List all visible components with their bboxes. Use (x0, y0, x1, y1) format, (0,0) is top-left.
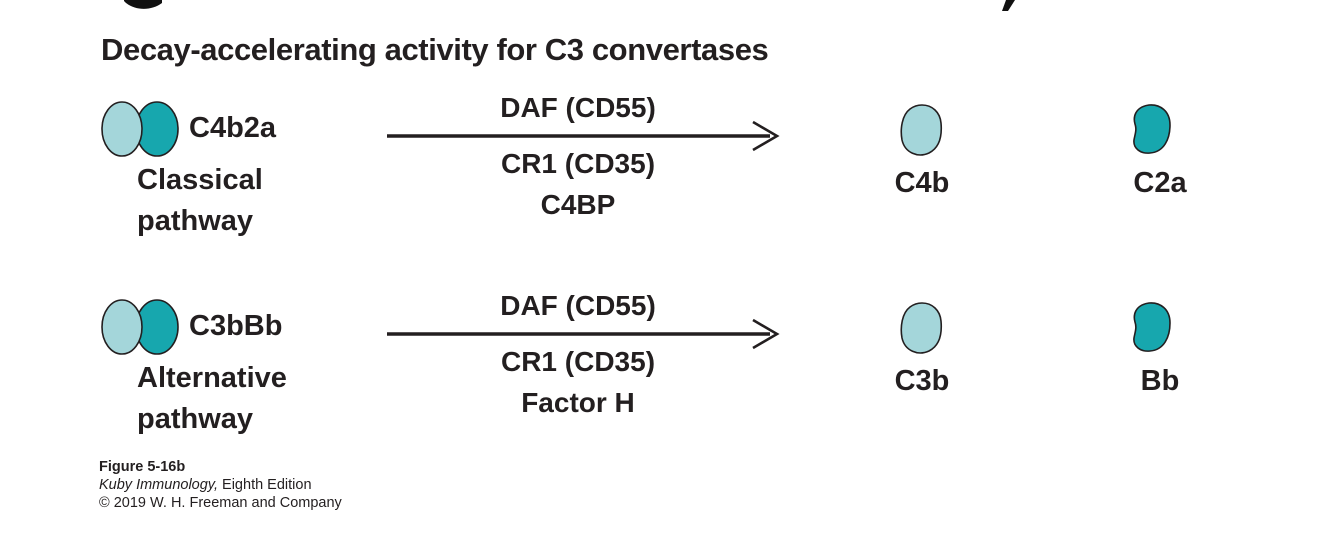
arrow-label-bottom2: C4BP (540, 189, 616, 220)
caption-book-edition: Eighth Edition (218, 477, 312, 493)
cropped-text-fragment (1002, 0, 1015, 11)
c4b2a-dimer-shape (101, 101, 179, 157)
c2a-shape (1133, 104, 1171, 154)
c3bbb-dimer-shape (101, 299, 179, 355)
caption-book-title-italic: Kuby Immunology, (99, 477, 219, 493)
reaction-arrow-icon (387, 318, 780, 350)
complex-label: C4b2a (189, 112, 277, 144)
pathway-name-line2: pathway (137, 205, 254, 237)
reaction-arrow-icon (387, 120, 780, 152)
figure-title: Decay-accelerating activity for C3 conve… (101, 32, 769, 67)
arrow-label-bottom1: CR1 (CD35) (500, 346, 656, 377)
arrow-label-bottom1: CR1 (CD35) (500, 148, 656, 179)
caption-book-title: Kuby Immunology, Eighth Edition (99, 477, 312, 493)
caption-copyright: © 2019 W. H. Freeman and Company (99, 495, 342, 511)
product-label-2: C2a (1133, 167, 1187, 199)
c4b-shape (900, 104, 943, 156)
complex-label: C3bBb (189, 310, 283, 342)
bb-shape (1133, 302, 1171, 352)
pathway-name-line1: Alternative (137, 362, 287, 394)
caption-figure-number: Figure 5-16b (99, 459, 186, 475)
product-label-1: C4b (894, 167, 950, 199)
pathway-name-line1: Classical (137, 164, 263, 196)
product-label-1: C3b (894, 365, 950, 397)
arrow-label-top: DAF (CD55) (500, 92, 656, 123)
c3b-shape (900, 302, 943, 354)
arrow-label-bottom2: Factor H (521, 387, 635, 418)
arrow-label-top: DAF (CD55) (500, 290, 656, 321)
product-label-2: Bb (1140, 365, 1180, 397)
cropped-text-fragment (124, 0, 162, 9)
pathway-name-line2: pathway (137, 403, 254, 435)
